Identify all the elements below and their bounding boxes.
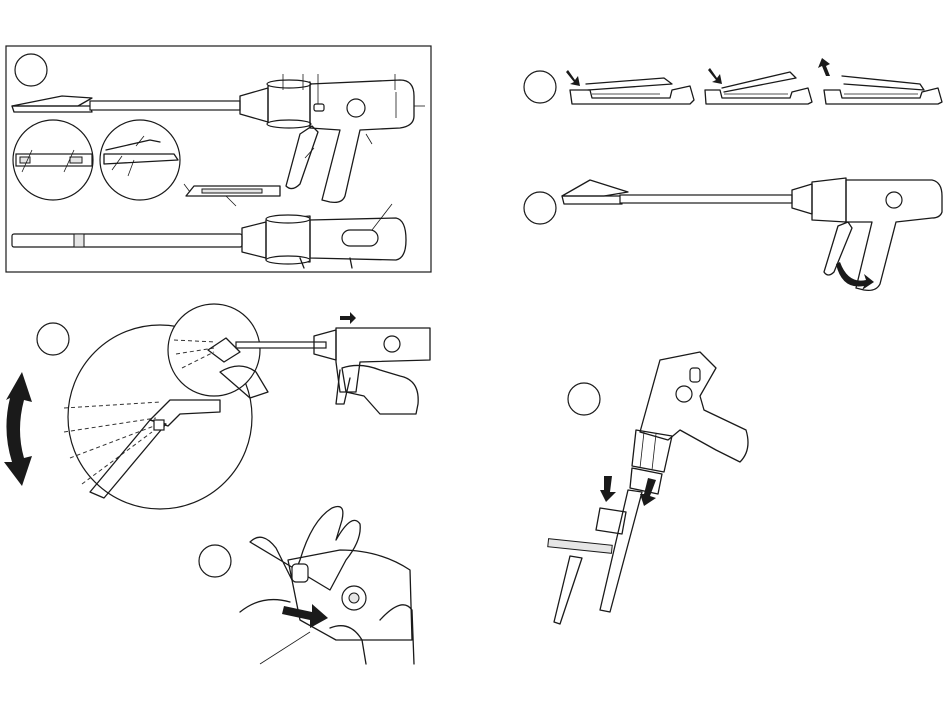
arrow-icon [836, 262, 874, 290]
jaw-state-open [570, 78, 694, 104]
figure-articulation [4, 304, 430, 509]
articulation-small-magnifier [168, 304, 260, 396]
step-circle-articulation [37, 323, 69, 355]
arrow-icon [708, 68, 722, 84]
arrow-icon [340, 312, 356, 324]
step-circle-overview [15, 54, 47, 86]
step-circle-jaw-sequence [524, 71, 556, 103]
figure-cartridge-load [548, 352, 748, 624]
figure-jaw-close-sequence [524, 58, 942, 104]
step-circle-retract [199, 545, 231, 577]
stapler-bottom-view [12, 204, 406, 268]
jaw-state-release [824, 76, 942, 104]
figure-overview [6, 46, 431, 272]
detail-magnifier-right [100, 120, 180, 200]
arrow-icon [566, 70, 580, 86]
figure-firing-release [524, 178, 942, 290]
jaw-state-closed [705, 72, 812, 104]
detail-magnifier-left [13, 120, 93, 200]
cartridge-part [184, 184, 280, 206]
arrow-icon [600, 476, 616, 502]
arrow-icon [282, 604, 328, 628]
arrow-icon [4, 372, 32, 486]
step-circle-cartridge [568, 383, 600, 415]
arrow-icon [818, 58, 830, 76]
figure-handle-retract [199, 507, 414, 665]
step-circle-firing [524, 192, 556, 224]
